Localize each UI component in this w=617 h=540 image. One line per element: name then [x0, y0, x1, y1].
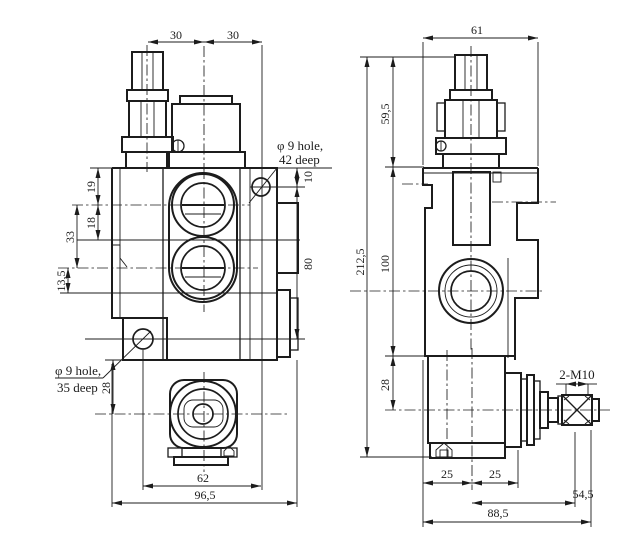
dim-front-96-5: 96,5	[195, 488, 216, 502]
dim-front-80: 80	[301, 258, 315, 270]
dim-side-212-5: 212,5	[353, 249, 367, 276]
side-body	[350, 167, 556, 490]
dim-front-13-5: 13,5	[54, 271, 68, 292]
dim-side-61: 61	[471, 23, 483, 37]
front-bottom-boss	[95, 372, 290, 472]
dim-front-30-right: 30	[227, 28, 239, 42]
front-cap-block	[166, 46, 246, 170]
dim-front-28: 28	[99, 382, 113, 394]
note-hole42-line1: φ 9 hole,	[277, 138, 323, 153]
dim-side-25-right: 25	[489, 467, 501, 481]
breather-icon	[435, 442, 453, 458]
front-body	[111, 167, 299, 361]
note-hole35-line1: φ 9 hole,	[55, 363, 101, 378]
dim-side-28: 28	[378, 379, 392, 391]
side-thread-note: 2-M10	[556, 367, 597, 394]
dim-front-10: 10	[301, 171, 315, 183]
dim-front-19: 19	[84, 181, 98, 193]
note-hole35-line2: 35 deep	[57, 380, 98, 395]
side-adjustment-knob	[435, 46, 507, 350]
note-thread-2-m10: 2-M10	[559, 367, 594, 382]
front-note-hole-35: φ 9 hole, 35 deep	[55, 330, 152, 395]
dim-side-25-left: 25	[441, 467, 453, 481]
dim-front-62: 62	[197, 471, 209, 485]
side-view: 2-M10	[350, 23, 610, 527]
cap-screw-icon	[435, 140, 447, 152]
front-mounting-hole-bottom	[85, 328, 305, 350]
dim-side-88-5: 88,5	[488, 506, 509, 520]
side-spool-clevis	[385, 372, 610, 448]
front-adjustment-knob	[121, 45, 174, 172]
front-note-hole-42: φ 9 hole, 42 deep	[248, 138, 332, 204]
dim-side-59-5: 59,5	[378, 104, 392, 125]
front-work-ports	[58, 168, 258, 312]
breather-icon	[223, 445, 235, 457]
front-dimensions: 30 30 19 18 33 13,5 10 80 28 62 96,5	[54, 28, 315, 507]
front-view: φ 9 hole, 42 deep φ 9 hole, 35 deep	[54, 28, 332, 507]
dim-side-54-5: 54,5	[573, 487, 594, 501]
side-dimensions: 61 59,5 212,5 100 28 25 25 54,5 88,5	[353, 23, 594, 527]
dim-front-18: 18	[84, 217, 98, 229]
note-hole42-line2: 42 deep	[279, 152, 320, 167]
cap-screw-icon	[171, 139, 185, 153]
dim-front-30-left: 30	[170, 28, 182, 42]
dim-side-100: 100	[378, 255, 392, 273]
dim-front-33: 33	[63, 231, 77, 243]
